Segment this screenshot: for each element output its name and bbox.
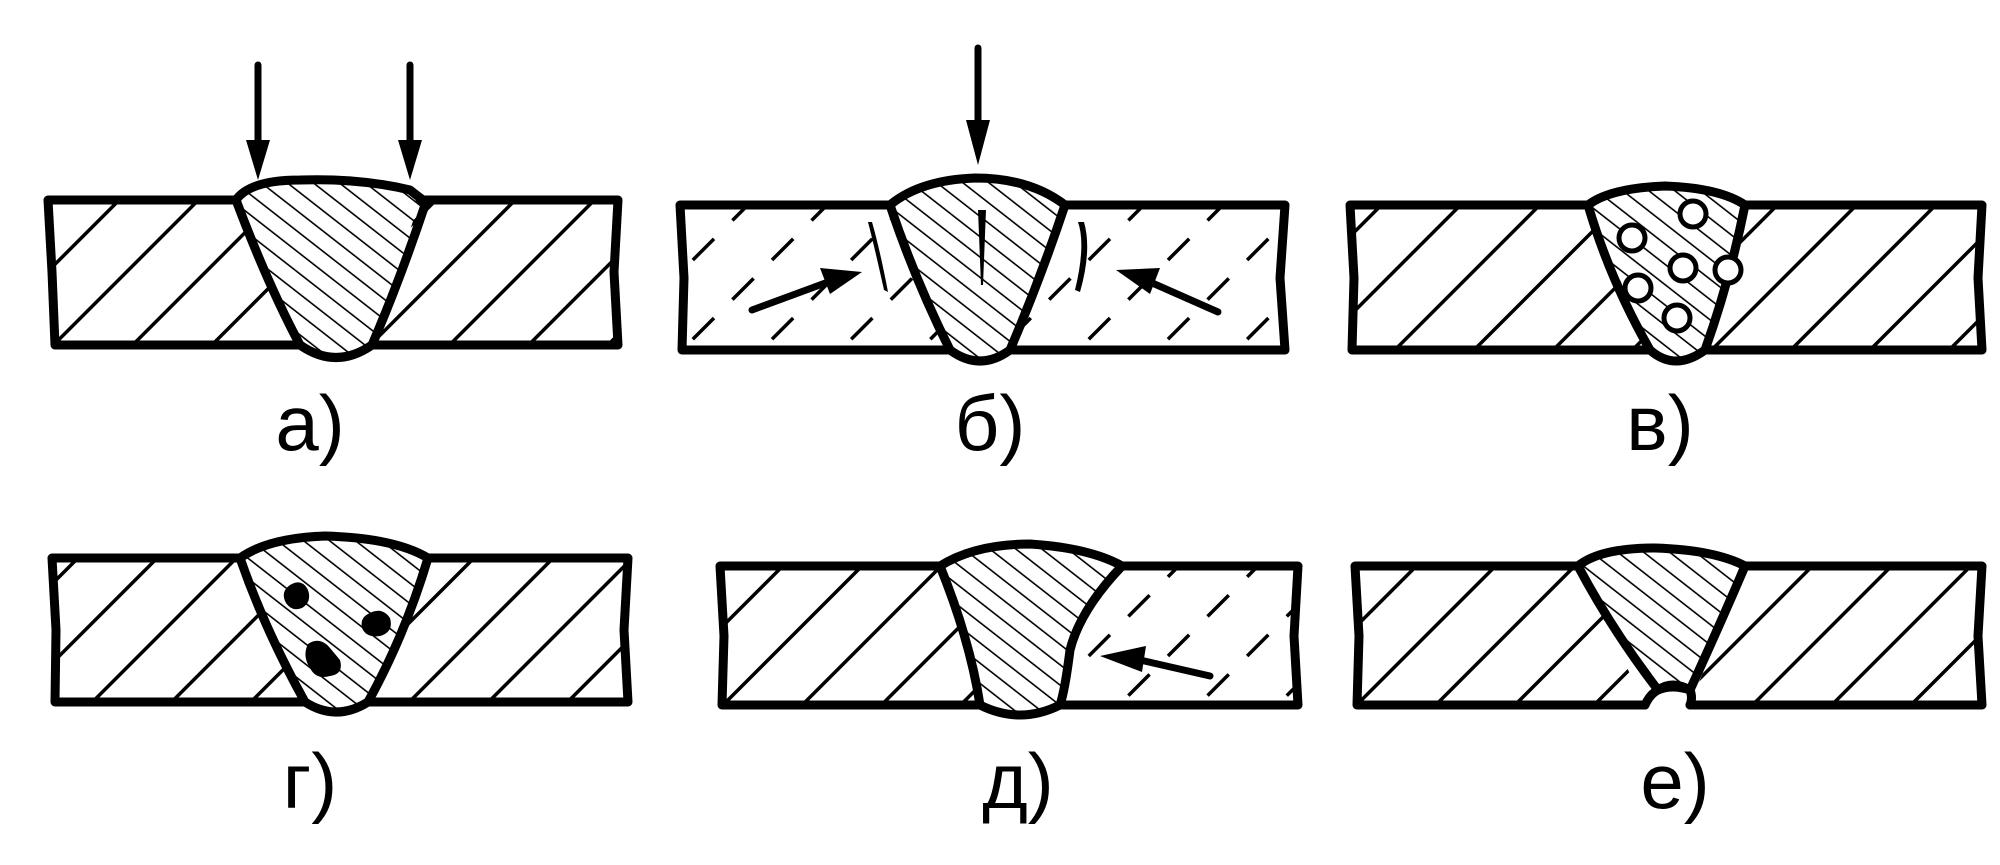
- panel-label-b: б): [955, 379, 1026, 467]
- weld-seam: [885, 173, 1070, 366]
- panel-g: г): [47, 531, 633, 825]
- base-metal-left: [1350, 561, 1650, 710]
- base-metal-right: [1700, 200, 1987, 355]
- base-metal-right: [1685, 561, 1987, 710]
- undercut-arrow-right: [398, 61, 422, 180]
- slag-inclusion: [361, 610, 391, 637]
- panel-label-d: д): [982, 737, 1054, 825]
- base-metal-right: [1055, 561, 1303, 710]
- panel-label-g: г): [283, 737, 337, 825]
- pore: [1616, 222, 1648, 254]
- panel-b: б): [675, 44, 1290, 467]
- lack-of-fusion-arrow: [1100, 646, 1214, 680]
- slag-inclusion: [283, 582, 310, 610]
- crack-arrow-top: [966, 44, 990, 165]
- transverse-crack-left: [868, 222, 888, 292]
- panel-e: е): [1350, 543, 1987, 825]
- base-metal-left: [47, 553, 310, 707]
- panel-v: в): [1345, 181, 1987, 467]
- weld-seam: [1573, 543, 1750, 695]
- incomplete-penetration-gap: [1640, 682, 1696, 710]
- panel-label-e: е): [1640, 737, 1709, 825]
- undercut-arrow-left: [246, 61, 270, 180]
- panel-label-v: в): [1626, 379, 1693, 467]
- panel-a: а): [43, 61, 623, 467]
- pore: [1712, 254, 1744, 286]
- base-metal-left: [715, 561, 985, 710]
- pore: [1622, 272, 1654, 304]
- longitudinal-crack: [978, 210, 986, 285]
- panel-d: д): [715, 539, 1303, 825]
- pore: [1661, 302, 1693, 334]
- slag-inclusions: [283, 582, 391, 677]
- panel-label-a: а): [275, 379, 344, 467]
- transverse-crack-right: [1075, 222, 1088, 292]
- slag-inclusion: [305, 640, 341, 677]
- crack-arrow-left: [748, 268, 862, 314]
- base-metal-right: [363, 553, 633, 707]
- pore: [1667, 252, 1699, 284]
- weld-seam: [231, 175, 431, 362]
- base-metal-right: [367, 195, 623, 350]
- pore: [1677, 198, 1709, 230]
- gas-pores: [1616, 198, 1744, 334]
- base-metal-left: [43, 195, 305, 350]
- base-metal-left: [1345, 200, 1655, 355]
- weld-seam: [935, 539, 1127, 720]
- base-metal-left: [675, 200, 955, 355]
- weld-seam: [235, 531, 433, 717]
- crack-arrow-right: [1116, 268, 1222, 316]
